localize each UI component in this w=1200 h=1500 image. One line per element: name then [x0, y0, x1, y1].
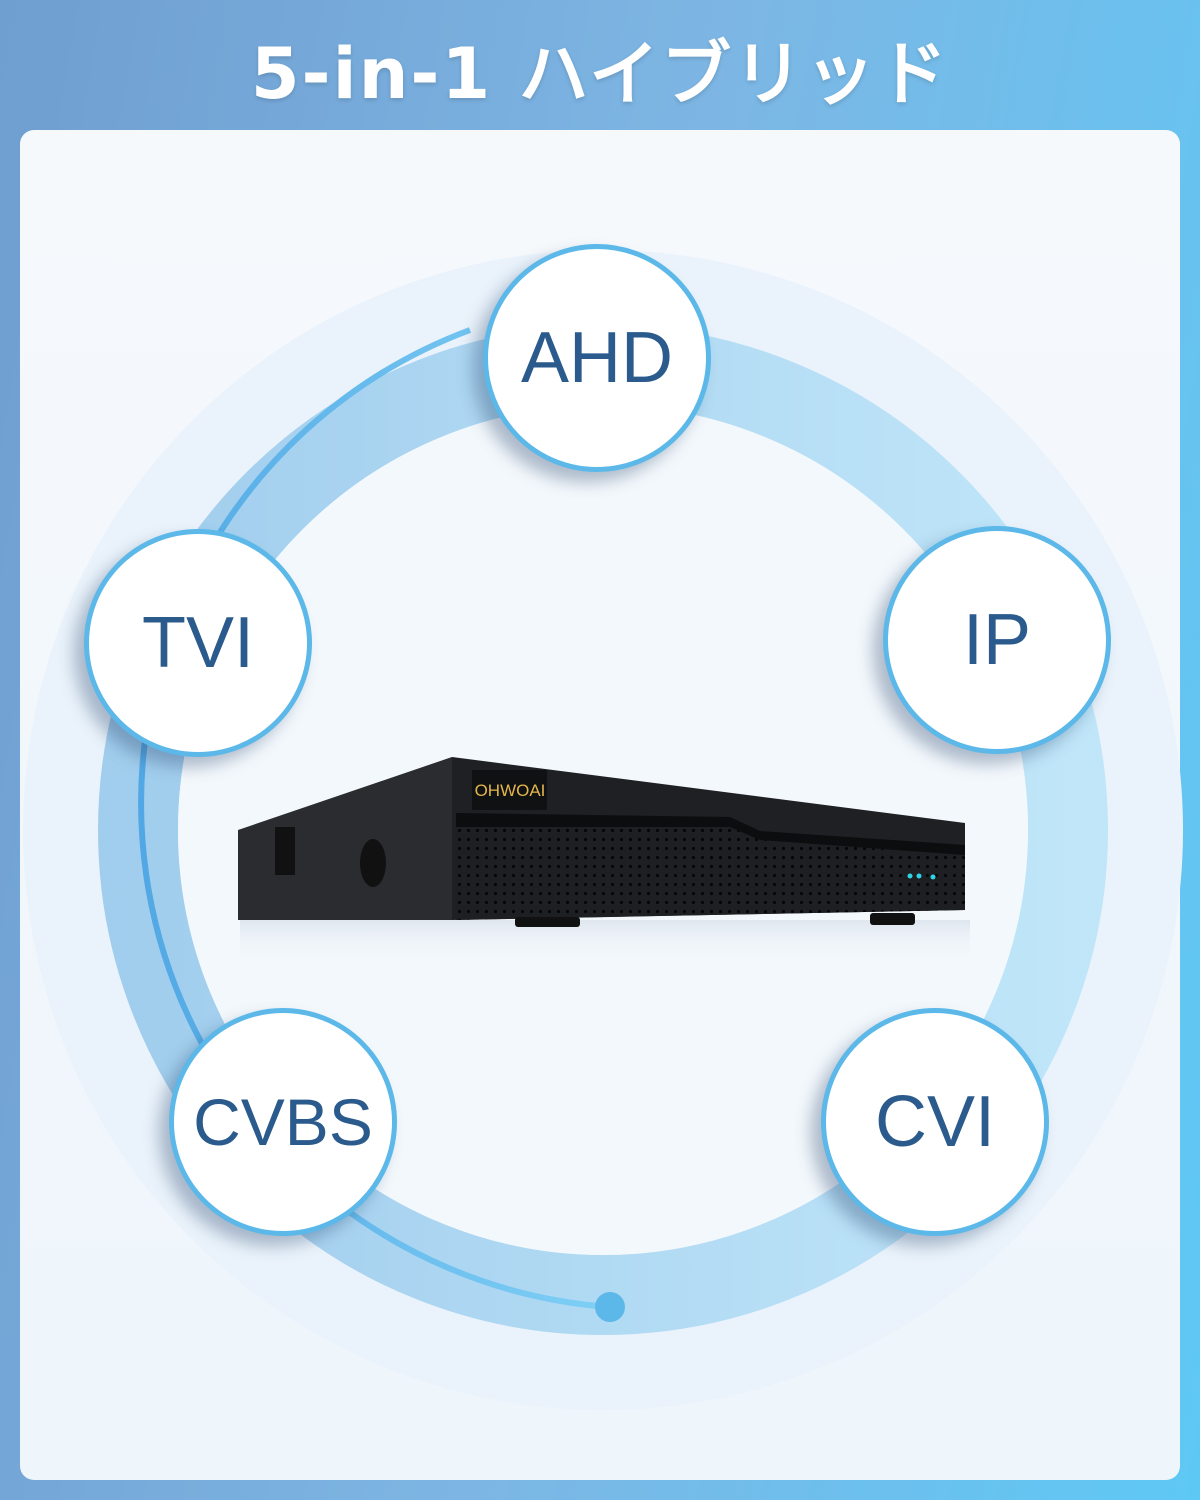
page-title: 5-in-1 ハイブリッド [250, 33, 950, 115]
format-tvi: TVI [84, 529, 312, 757]
format-cvbs: CVBS [169, 1008, 397, 1236]
ring-arc [138, 327, 611, 1310]
led-indicator [916, 873, 922, 879]
brand-logo: OHWOAI [475, 781, 546, 800]
format-cvi: CVI [821, 1008, 1049, 1236]
format-ip: IP [883, 526, 1111, 754]
ring-dot [595, 1292, 625, 1322]
led-indicator [930, 874, 936, 880]
led-indicator [907, 873, 913, 879]
dvr-product-image: OHWOAI [230, 745, 980, 969]
format-ahd: AHD [483, 244, 711, 472]
